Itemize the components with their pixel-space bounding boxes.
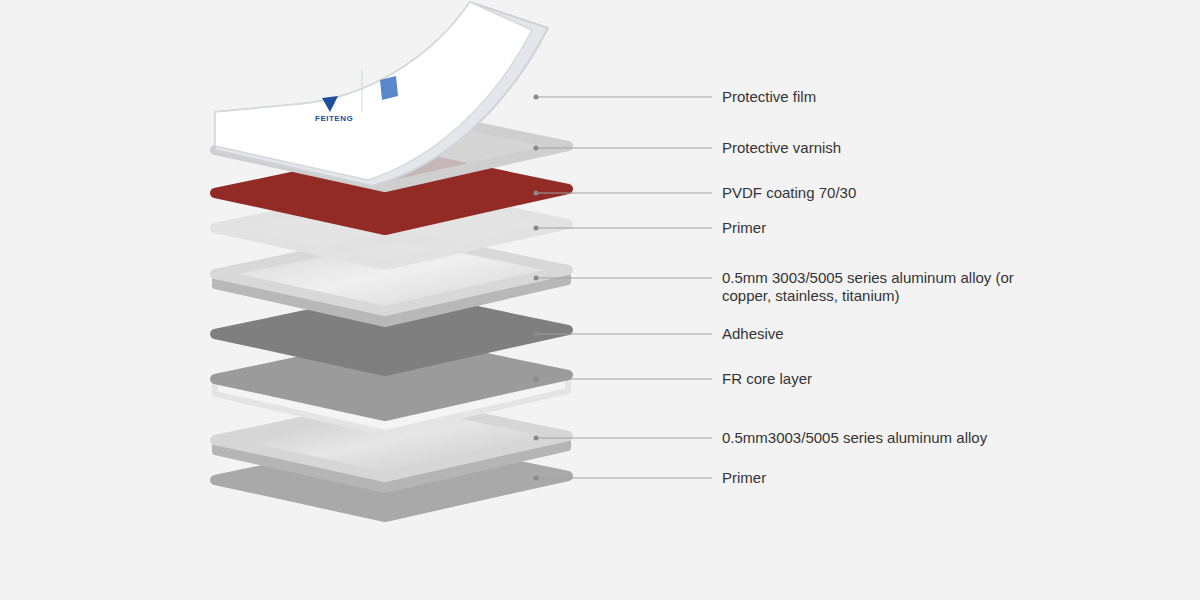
layer-label: FR core layer <box>722 370 812 388</box>
film-back <box>215 2 548 186</box>
leader-line <box>536 278 712 279</box>
leader-line <box>536 478 712 479</box>
layer-label: 0.5mm 3003/5005 series aluminum alloy (o… <box>722 269 1022 305</box>
leader-line <box>536 228 712 229</box>
layer-label: 0.5mm3003/5005 series aluminum alloy <box>722 429 987 447</box>
layer-label: Primer <box>722 469 766 487</box>
leader-dot <box>534 276 539 281</box>
leader-line <box>536 379 712 380</box>
leader-dot <box>534 95 539 100</box>
leader-line <box>536 193 712 194</box>
leader-line <box>536 438 712 439</box>
leader-dot <box>534 476 539 481</box>
logo-mark <box>322 96 338 112</box>
leader-line <box>536 148 712 149</box>
layer-label: PVDF coating 70/30 <box>722 184 856 202</box>
leader-dot <box>534 332 539 337</box>
layer-label: Protective varnish <box>722 139 841 157</box>
layer-label: Adhesive <box>722 325 784 343</box>
leader-dot <box>534 226 539 231</box>
leader-dot <box>534 436 539 441</box>
film-divider <box>362 70 363 112</box>
logo-mark <box>380 76 398 100</box>
leader-line <box>536 334 712 335</box>
layer-label: Primer <box>722 219 766 237</box>
leader-dot <box>534 377 539 382</box>
leader-dot <box>534 191 539 196</box>
brand-name: FEITENG <box>315 114 353 124</box>
protective-film <box>215 2 532 180</box>
leader-dot <box>534 146 539 151</box>
leader-line <box>536 97 712 98</box>
layer-label: Protective film <box>722 88 816 106</box>
